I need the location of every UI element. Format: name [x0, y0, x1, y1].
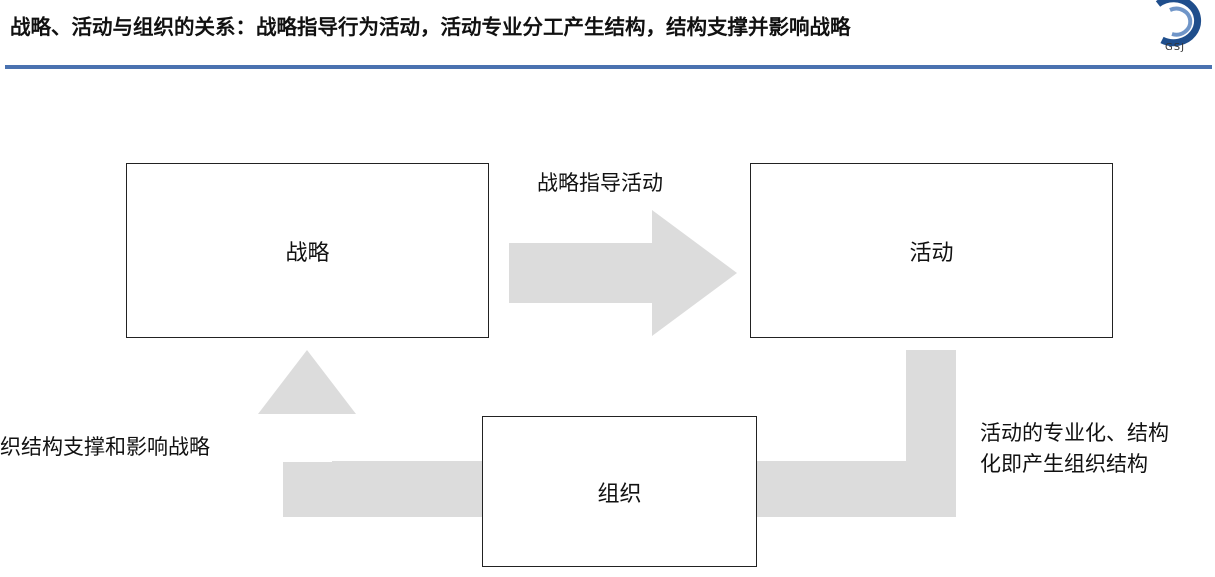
edge-label-activity-to-organization-line2: 化即产生组织结构	[980, 452, 1148, 476]
gsj-logo-icon	[1155, 0, 1202, 47]
title-divider	[5, 65, 1212, 69]
arrow-organization-to-strategy	[258, 350, 483, 517]
logo-text: GSJ	[1164, 42, 1186, 53]
page-title: 战略、活动与组织的关系：战略指导行为活动，活动专业分工产生结构，结构支撑并影响战…	[10, 15, 851, 39]
arrow-activity-to-organization	[757, 350, 956, 517]
node-organization: 组织	[482, 416, 757, 567]
edge-label-strategy-to-activity: 战略指导活动	[537, 171, 663, 195]
edge-label-organization-to-strategy: 织结构支撑和影响战略	[0, 435, 210, 459]
node-activity: 活动	[750, 163, 1113, 338]
edge-label-activity-to-organization-line1: 活动的专业化、结构	[980, 421, 1169, 445]
node-strategy: 战略	[126, 163, 489, 338]
arrow-strategy-to-activity	[509, 210, 737, 336]
